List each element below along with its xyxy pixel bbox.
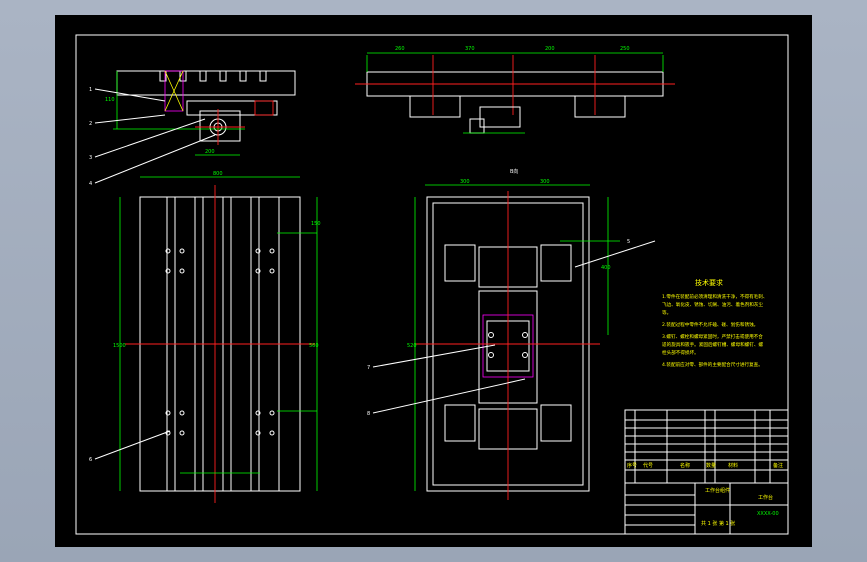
- part-name: 工作台组件: [705, 487, 730, 494]
- left-plan-view: 800 1500 560 150 6: [89, 171, 321, 503]
- col-label-name: 名称: [680, 462, 690, 469]
- svg-text:1500: 1500: [113, 343, 126, 349]
- balloon-6: 6: [89, 457, 92, 463]
- svg-text:150: 150: [311, 221, 321, 227]
- tech-requirements: 技术要求 1.零件在装配前必须清理和清洗干净，不得有毛刺、 飞边、氧化皮、锈蚀、…: [662, 278, 767, 368]
- front-view-callouts: 1 2 3 4: [89, 87, 216, 187]
- svg-text:200: 200: [545, 46, 555, 52]
- inner-frame: [75, 34, 789, 535]
- sheet-count: 共 1 张 第 1 张: [701, 520, 735, 527]
- tech-line-7: 栓头部不得损坏。: [662, 349, 699, 356]
- tech-title: 技术要求: [695, 278, 723, 287]
- balloon-2: 2: [89, 121, 92, 127]
- svg-text:110: 110: [105, 97, 115, 103]
- cad-drawing: 200 110 1 2 3 4 260 370 200 250 800: [75, 34, 789, 535]
- svg-text:370: 370: [465, 46, 475, 52]
- svg-text:260: 260: [395, 46, 405, 52]
- view-b-label: B向: [510, 168, 518, 175]
- company-name: 工作台: [758, 494, 773, 501]
- balloon-3: 3: [89, 155, 92, 161]
- balloon-4: 4: [89, 181, 92, 187]
- front-view: 200 110: [105, 70, 296, 156]
- tech-line-1: 1.零件在装配前必须清理和清洗干净，不得有毛刺、: [662, 293, 767, 300]
- tech-line-6: 适的旋具和扳手。紧固后螺钉槽、螺母和螺钉、螺: [662, 341, 763, 348]
- svg-text:800: 800: [213, 171, 223, 177]
- drawing-number: XXXX-00: [757, 511, 779, 517]
- svg-text:300: 300: [540, 179, 550, 185]
- col-label-qty: 数量: [706, 462, 716, 469]
- title-block: 序号 代号 名称 数量 材料 备注 工作台组件 工作台 XXXX-00 共 1 …: [624, 409, 789, 535]
- tech-line-5: 3.螺钉、螺栓和螺母紧固时，严禁打击或使用不合: [662, 333, 763, 340]
- col-label-code: 代号: [643, 462, 653, 469]
- svg-text:560: 560: [309, 343, 319, 349]
- svg-text:200: 200: [205, 149, 215, 155]
- svg-text:520: 520: [407, 343, 417, 349]
- col-label-material: 材料: [728, 462, 738, 469]
- tech-line-2: 飞边、氧化皮、锈蚀、切屑、油污、着色剂和灰尘: [662, 301, 763, 308]
- svg-text:250: 250: [620, 46, 630, 52]
- balloon-8: 8: [367, 411, 370, 417]
- side-view: 260 370 200 250: [355, 46, 675, 134]
- col-label-index: 序号: [627, 462, 637, 469]
- col-label-notes: 备注: [773, 462, 783, 469]
- svg-text:300: 300: [460, 179, 470, 185]
- right-plan-view: B向 300 300 520 400 5 7 8: [367, 168, 656, 500]
- svg-text:400: 400: [601, 265, 611, 271]
- tech-line-3: 等。: [662, 309, 671, 316]
- balloon-7: 7: [367, 365, 370, 371]
- tech-line-4: 2.装配过程中零件不允许磕、碰、划伤和锈蚀。: [662, 321, 758, 328]
- drawing-sheet: 200 110 1 2 3 4 260 370 200 250 800: [55, 15, 812, 547]
- balloon-1: 1: [89, 87, 92, 93]
- tech-line-8: 4.装配前应对零、部件的主要配合尺寸进行复查。: [662, 361, 763, 368]
- balloon-5: 5: [627, 239, 630, 245]
